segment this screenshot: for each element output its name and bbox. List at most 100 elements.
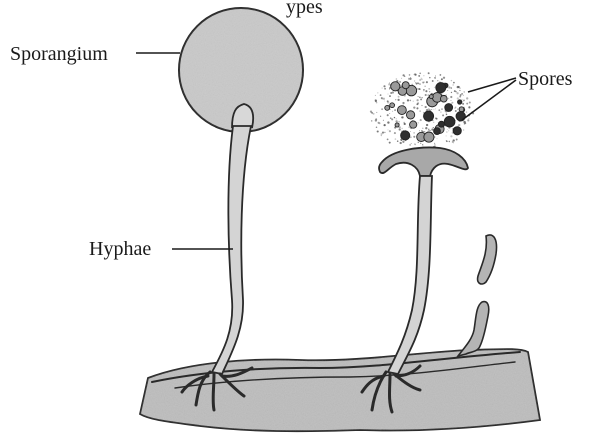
spore-dust: [455, 91, 456, 92]
spore-dust: [404, 123, 406, 125]
spore-dust: [426, 124, 428, 126]
spore-dust: [409, 74, 411, 76]
spore-dust: [440, 74, 442, 76]
spore-dust: [387, 121, 389, 123]
spore-dust: [384, 132, 385, 133]
spore-dust: [461, 93, 463, 95]
spore-dust: [423, 89, 425, 91]
spore-dust: [428, 108, 430, 110]
spore: [436, 83, 446, 93]
spore-dust: [420, 119, 422, 121]
spore-dust: [376, 112, 377, 113]
spore-dust: [457, 86, 459, 88]
spore-dust: [389, 95, 391, 97]
spore-dust: [388, 129, 389, 130]
spore-dust: [418, 75, 420, 77]
spore-dust: [432, 80, 434, 82]
spore-dust: [434, 143, 435, 144]
spore-dust: [416, 103, 418, 105]
spore-dust: [399, 128, 401, 130]
spore-dust: [387, 139, 389, 141]
spore-dust: [434, 144, 435, 145]
spore-dust: [375, 100, 377, 102]
spore-dust: [384, 124, 386, 126]
spore-dust: [408, 78, 409, 79]
spore-dust: [389, 82, 390, 83]
spore-dust: [410, 77, 411, 78]
spore-dust: [395, 138, 397, 140]
spore-dust: [433, 109, 434, 110]
spore-dust: [381, 135, 382, 136]
spore-dust: [453, 142, 454, 143]
spore-dust: [383, 120, 384, 121]
spore-dust: [460, 94, 462, 96]
spore-dust: [401, 128, 402, 129]
spore-dust: [422, 128, 423, 129]
spore: [458, 100, 462, 104]
spore-dust: [420, 143, 421, 144]
label-spores: Spores: [462, 68, 573, 120]
spore-dust: [398, 121, 400, 123]
spore-dust: [381, 108, 383, 110]
label-hyphae: Hyphae: [89, 238, 233, 260]
spore: [459, 107, 464, 112]
spore-dust: [450, 135, 452, 137]
spore-dust: [392, 111, 393, 112]
spore-dust: [419, 130, 420, 131]
spore-dust: [450, 96, 452, 98]
spore-dust: [452, 141, 453, 142]
spore-dust: [407, 99, 409, 101]
spore-dust: [465, 123, 466, 124]
spore-dust: [435, 108, 436, 109]
spore-dust: [396, 118, 397, 119]
spore-dust: [418, 122, 419, 123]
spore-dust: [387, 114, 389, 116]
spore: [438, 121, 444, 127]
spore-dust: [418, 142, 419, 143]
spore-dust: [419, 97, 421, 99]
spore: [445, 104, 453, 112]
spore: [424, 111, 434, 121]
spore-dust: [443, 77, 445, 79]
spore-dust: [419, 72, 421, 74]
spore-dust: [425, 90, 427, 92]
spore-dust: [414, 144, 415, 145]
spore-dust: [411, 143, 412, 144]
spore-dust: [425, 106, 427, 108]
spore-dust: [423, 91, 424, 92]
spore-cloud: [370, 72, 474, 152]
spore-dust: [396, 78, 398, 80]
spore-dust: [383, 85, 385, 87]
spore-dust: [388, 94, 389, 95]
spore-dust: [381, 97, 383, 99]
spore-dust: [389, 113, 390, 114]
spore-dust: [423, 75, 424, 76]
spore-dust: [469, 101, 471, 103]
spore-dust: [428, 72, 430, 74]
spore-dust: [389, 130, 391, 132]
spore-dust: [402, 102, 404, 104]
spore-dust: [418, 83, 420, 85]
spore-dust: [401, 139, 403, 141]
spore: [424, 132, 434, 142]
spore-dust: [387, 101, 389, 103]
spore-dust: [467, 119, 469, 121]
spore-dust: [375, 95, 376, 96]
spore-dust: [389, 142, 391, 144]
spore-dust: [446, 135, 447, 136]
spore-dust: [401, 78, 402, 79]
spore-dust: [390, 117, 392, 119]
spore-dust: [410, 131, 411, 132]
top-caption-partial: ypes: [286, 0, 323, 18]
spore-dust: [437, 80, 438, 81]
spore-dust: [394, 117, 396, 119]
spore: [397, 106, 406, 115]
spore: [453, 127, 461, 135]
spore-dust: [397, 99, 399, 101]
spore: [410, 121, 417, 128]
hyphae-label: Hyphae: [89, 238, 151, 260]
spore-dust: [418, 96, 419, 97]
spore-dust: [382, 132, 384, 134]
spore-dust: [446, 113, 447, 114]
